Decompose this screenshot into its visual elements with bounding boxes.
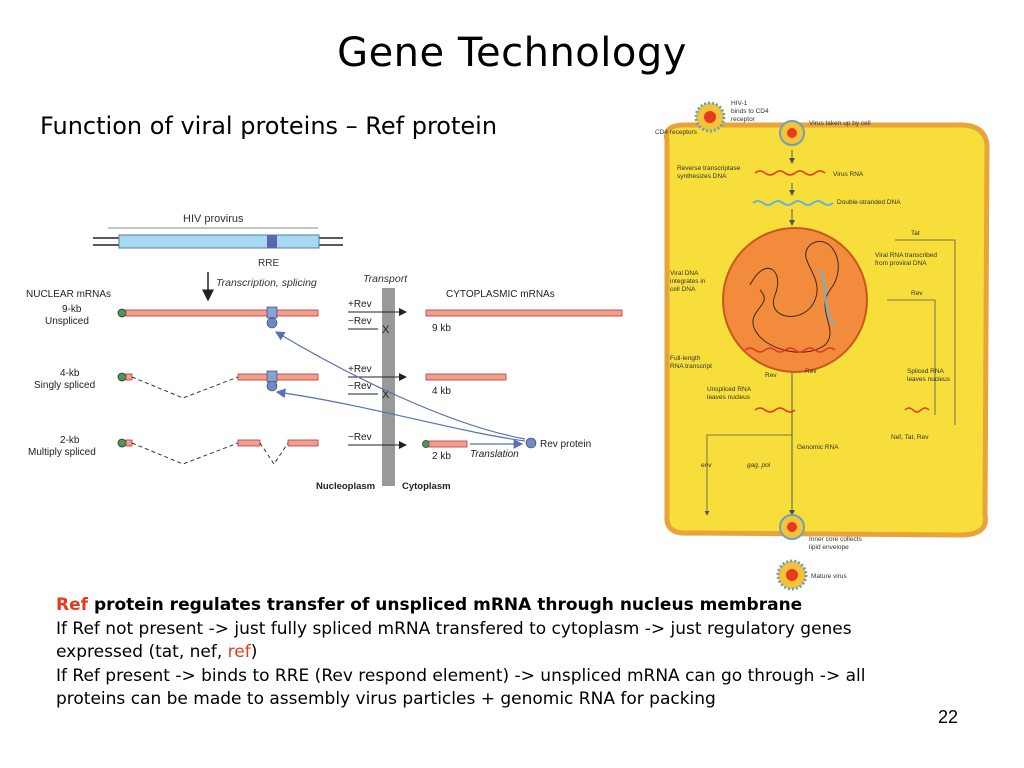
hiv-lifecycle-diagram: HIV-1 binds to CD4 receptor CD4 receptor… xyxy=(655,100,990,591)
ds-dna-label: Double-stranded DNA xyxy=(837,199,901,206)
row1-block: X xyxy=(382,324,390,336)
spliced-label-1: Spliced RNA xyxy=(907,368,945,375)
nef-tat-rev-label: Nef, Tat, Rev xyxy=(891,434,929,441)
viral-dna-label-3: cell DNA xyxy=(670,286,696,293)
translation-label: Translation xyxy=(470,449,519,460)
ref-keyword-2: ref xyxy=(227,642,251,662)
genomic-rna-label: Genomic RNA xyxy=(797,444,839,451)
rre-label: RRE xyxy=(258,258,279,269)
viral-rna-label-1: Viral RNA transcribed xyxy=(875,252,937,259)
row1-size: 9 kb xyxy=(432,323,451,334)
row2-size: 4 kb xyxy=(432,386,451,397)
explanation-text: Ref protein regulates transfer of unspli… xyxy=(56,594,936,712)
page-number: 22 xyxy=(938,707,959,727)
viral-dna-label-2: integrates in xyxy=(670,278,706,285)
virus-rna-label: Virus RNA xyxy=(833,171,864,178)
row2-label-a: 4-kb xyxy=(60,368,80,379)
virus-mature xyxy=(776,559,808,591)
row3-label-a: 2-kb xyxy=(60,435,80,446)
body-line-2: If Ref not present -> just fully spliced… xyxy=(56,618,936,665)
env-label: env xyxy=(701,462,712,469)
row1-label-a: 9-kb xyxy=(62,304,82,315)
transcription-label: Transcription, splicing xyxy=(216,277,317,289)
inner-core-label-2: lipid envelope xyxy=(809,544,849,551)
provirus-bar xyxy=(118,234,320,249)
gag-pol-label: gag, pol xyxy=(747,462,771,469)
spliced-label-2: leaves nucleus xyxy=(907,376,951,383)
virus-top xyxy=(694,101,726,133)
mature-virus-label: Mature virus xyxy=(811,573,848,580)
row1-label-b: Unspliced xyxy=(45,316,89,327)
full-length-label-1: Full-length xyxy=(670,355,701,362)
viral-rna-label-2: from proviral DNA xyxy=(875,260,927,267)
row2-plus-rev: +Rev xyxy=(348,364,372,375)
full-length-label-2: RNA transcript xyxy=(670,363,712,370)
receptor-label: receptor xyxy=(731,116,756,123)
cd4-label: CD4 receptors xyxy=(655,129,698,136)
provirus-label: HIV provirus xyxy=(183,213,244,225)
nuclear-membrane xyxy=(382,288,395,486)
row3-nuclear-mrna xyxy=(287,439,319,447)
unspliced-label-2: leaves nucleus xyxy=(707,394,751,401)
body-line-2-text: If Ref not present -> just fully spliced… xyxy=(56,618,852,663)
rt-label-2: synthesizes DNA xyxy=(677,173,727,180)
rt-label-1: Reverse transcriptase xyxy=(677,165,741,172)
tat-label: Tat xyxy=(911,230,920,237)
ref-keyword: Ref xyxy=(56,595,89,615)
row2-label-b: Singly spliced xyxy=(34,380,95,391)
virus-taken-label: Virus taken up by cell xyxy=(809,120,871,127)
row3-cyto-mrna xyxy=(428,440,468,448)
transport-label: Transport xyxy=(363,273,408,285)
virus-budding xyxy=(779,514,805,540)
slide-subtitle: Function of viral proteins – Ref protein xyxy=(40,112,498,140)
rev-transport-diagram: HIV provirus RRE Transcription, splicing… xyxy=(26,213,623,492)
binds-label: binds to CD4 xyxy=(731,108,769,115)
slide-title: Gene Technology xyxy=(337,30,687,76)
row1-minus-rev: −Rev xyxy=(348,316,372,327)
virus-entering xyxy=(779,120,805,146)
body-line-1-rest: protein regulates transfer of unspliced … xyxy=(88,595,803,615)
row1-nuclear-mrna xyxy=(125,309,319,317)
row1-plus-rev: +Rev xyxy=(348,299,372,310)
rev-label: Rev xyxy=(911,290,923,297)
row3-label-b: Multiply spliced xyxy=(28,447,96,458)
cytoplasm-label: Cytoplasm xyxy=(402,481,451,492)
row2-cyto-mrna xyxy=(425,373,507,381)
row1-cyto-mrna xyxy=(425,309,623,317)
row3-minus-rev: −Rev xyxy=(348,432,372,443)
row2-block: X xyxy=(382,389,390,401)
rev-small-1: Rev xyxy=(765,372,777,379)
cyto-header: CYTOPLASMIC mRNAs xyxy=(446,289,555,300)
inner-core-label-1: Inner core collects xyxy=(809,536,862,543)
row2-minus-rev: −Rev xyxy=(348,381,372,392)
hiv1-label: HIV-1 xyxy=(731,100,748,107)
nucleoplasm-label: Nucleoplasm xyxy=(316,481,375,492)
unspliced-label-1: Unspliced RNA xyxy=(707,386,752,393)
body-line-3: If Ref present -> binds to RRE (Rev resp… xyxy=(56,665,866,710)
viral-dna-label-1: Viral DNA xyxy=(670,270,699,277)
row3-size: 2 kb xyxy=(432,451,451,462)
rre-box xyxy=(267,235,277,248)
rev-small-2: Rev xyxy=(805,368,817,375)
nuclear-header: NUCLEAR mRNAs xyxy=(26,289,111,300)
body-line-2-end: ) xyxy=(250,642,258,662)
rev-protein-dot xyxy=(525,437,537,449)
rev-protein-label: Rev protein xyxy=(540,439,591,450)
row2-nuclear-mrna xyxy=(237,373,319,381)
body-line-1: Ref protein regulates transfer of unspli… xyxy=(56,594,936,618)
